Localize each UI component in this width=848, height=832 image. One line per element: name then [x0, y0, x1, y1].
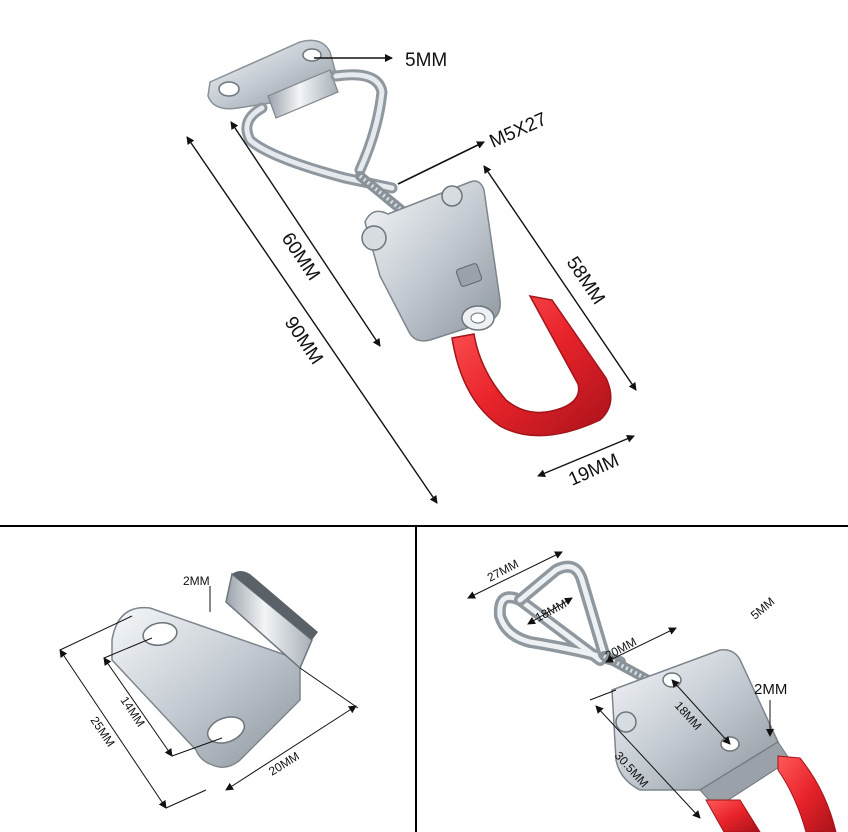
dim-length-90mm: 90MM: [186, 136, 438, 504]
dim-thickness-2mm-left: 2MM: [183, 574, 211, 612]
label-2mm-left: 2MM: [183, 574, 210, 588]
label-14mm: 14MM: [118, 694, 148, 729]
top-panel: 5MM M5X27 60MM 90MM 58MM 19MM: [186, 39, 637, 504]
label-19mm: 19MM: [565, 450, 622, 491]
label-60mm: 60MM: [277, 229, 324, 285]
dim-width-19mm: 19MM: [537, 435, 635, 491]
latch-body: [361, 180, 501, 342]
dim-bolt-m5x27: M5X27: [397, 109, 550, 185]
dim-length-58mm: 58MM: [483, 165, 637, 391]
label-5mm: 5MM: [405, 50, 447, 71]
dim-hole-5mm-right: 5MM: [748, 594, 777, 622]
label-m5x27: M5X27: [486, 109, 550, 153]
keeper-plate: [207, 39, 339, 119]
label-20mm-left: 20MM: [266, 749, 302, 779]
label-90mm: 90MM: [280, 313, 327, 369]
red-handle-closeup: [705, 755, 837, 832]
wire-loop-closeup: [493, 560, 657, 687]
bottom-left-panel: 2MM 14MM 25MM 20MM: [59, 571, 359, 809]
label-58mm: 58MM: [562, 253, 609, 309]
bottom-right-panel: 27MM 18MM 20MM 5MM 2MM 18MM 30.5MM: [467, 551, 837, 832]
dim-hole-5mm: 5MM: [314, 50, 447, 71]
label-25mm: 25MM: [88, 714, 118, 749]
label-5mm-right: 5MM: [748, 594, 777, 622]
keeper-plate-closeup: [111, 571, 318, 768]
label-2mm-right: 2MM: [754, 681, 787, 698]
dim-thickness-2mm-right: 2MM: [754, 681, 787, 737]
dim-bolt-20mm: 20MM: [603, 627, 677, 663]
